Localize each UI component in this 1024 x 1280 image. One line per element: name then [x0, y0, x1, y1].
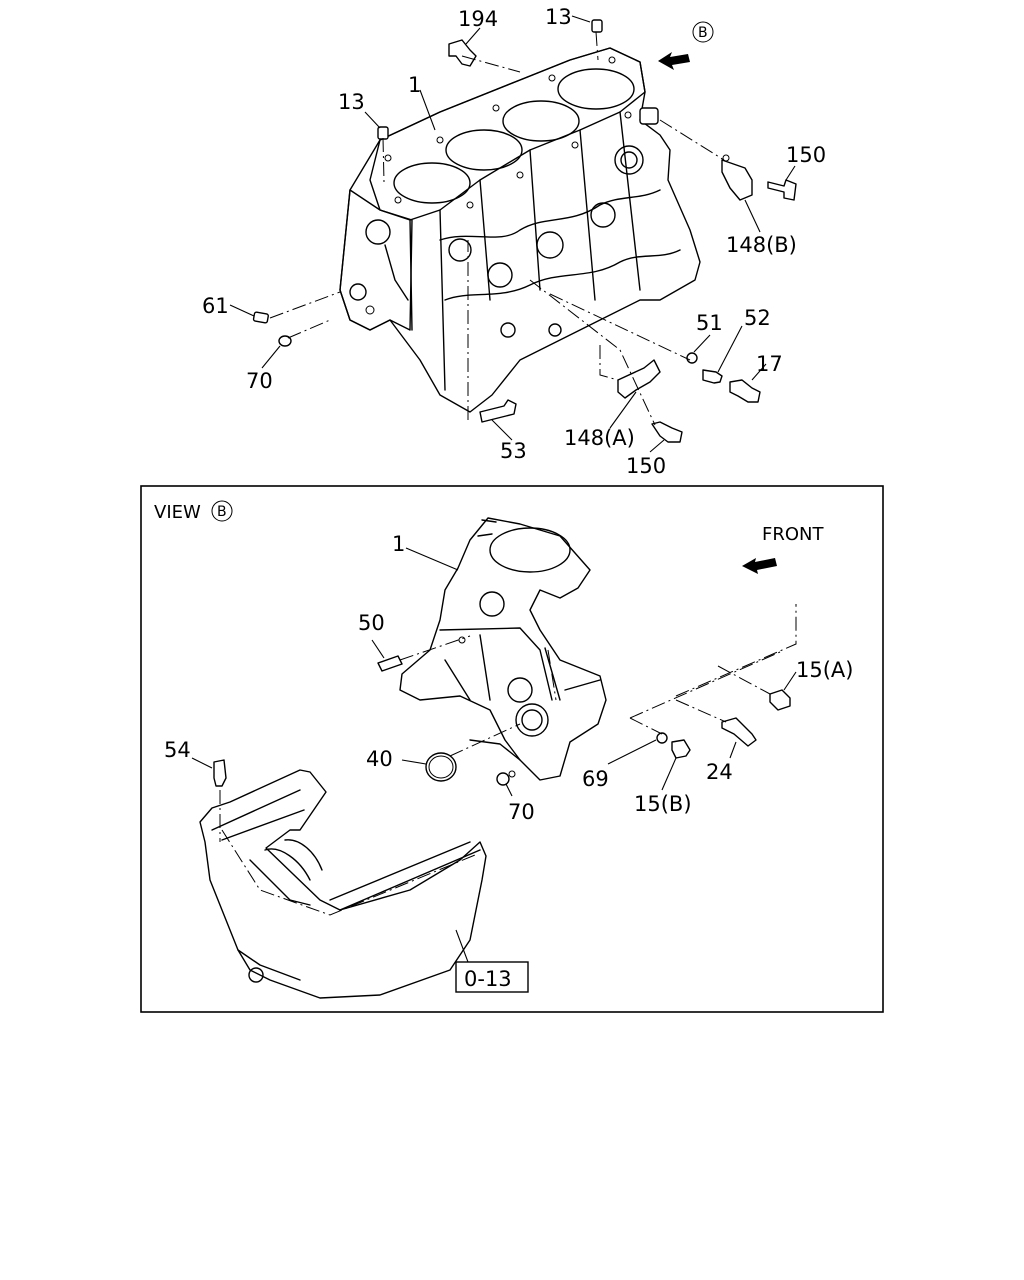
label-1-view: 1	[392, 532, 405, 556]
front-direction: FRONT	[742, 524, 824, 574]
part-54-stud	[213, 759, 227, 787]
part-15b-bolt	[671, 739, 691, 759]
part-53-bolt	[479, 399, 517, 423]
part-13-plug-left	[377, 126, 389, 140]
label-13-left: 13	[338, 90, 365, 114]
part-148b-bracket	[721, 154, 753, 201]
svg-text:FRONT: FRONT	[762, 524, 824, 545]
label-52: 52	[744, 306, 771, 330]
view-b-leader-lines	[191, 547, 797, 963]
view-b-circle-top: B	[692, 21, 714, 43]
label-24: 24	[706, 760, 733, 784]
label-61: 61	[202, 294, 229, 318]
part-70-plug-view	[496, 772, 510, 786]
oil-pan	[199, 769, 487, 999]
view-b-frame	[140, 485, 884, 1013]
reference-box-0-13: 0-13	[455, 961, 529, 993]
label-50: 50	[358, 611, 385, 635]
part-194-bolt	[448, 39, 477, 67]
part-24-stud	[721, 717, 757, 747]
svg-text:B: B	[698, 25, 708, 41]
part-150-bolt-top	[767, 179, 797, 201]
label-69: 69	[582, 767, 609, 791]
part-61-dowel	[252, 311, 269, 324]
cylinder-block	[339, 47, 701, 413]
cylinder-block-rear-view	[399, 517, 607, 781]
part-17-sensor	[729, 379, 761, 403]
view-b-assembly-lines	[219, 604, 797, 842]
part-52-fitting	[702, 369, 723, 384]
label-70-top: 70	[246, 369, 273, 393]
view-b-arrow-icon	[658, 52, 690, 70]
svg-text:B: B	[217, 504, 227, 520]
label-1-top: 1	[408, 73, 421, 97]
label-70-view: 70	[508, 800, 535, 824]
svg-text:VIEW: VIEW	[154, 502, 201, 523]
label-194: 194	[458, 7, 498, 31]
label-15a: 15(A)	[796, 658, 853, 682]
part-51-washer	[686, 352, 698, 364]
part-148a-bracket	[617, 359, 661, 399]
top-leader-lines	[229, 15, 796, 453]
label-148b: 148(B)	[726, 233, 797, 257]
label-51: 51	[696, 311, 723, 335]
label-53: 53	[500, 439, 527, 463]
front-arrow-icon	[742, 558, 777, 574]
part-70-plug-top	[278, 335, 292, 347]
label-13-top: 13	[545, 5, 572, 29]
label-54: 54	[164, 738, 191, 762]
label-148a: 148(A)	[564, 426, 635, 450]
part-13-plug-top	[591, 19, 603, 33]
label-150-bottom: 150	[626, 454, 666, 478]
label-17: 17	[756, 352, 783, 376]
svg-text:0-13: 0-13	[464, 967, 512, 991]
view-b-title: VIEW B	[154, 500, 233, 523]
part-69-washer	[656, 732, 668, 744]
label-40: 40	[366, 747, 393, 771]
part-40-oring	[425, 752, 457, 782]
part-150-bolt-bottom	[651, 421, 683, 443]
part-50-dowel	[377, 655, 403, 672]
label-150-top: 150	[786, 143, 826, 167]
part-15a-plug	[769, 689, 791, 711]
label-15b: 15(B)	[634, 792, 692, 816]
top-assembly-lines	[269, 31, 725, 426]
